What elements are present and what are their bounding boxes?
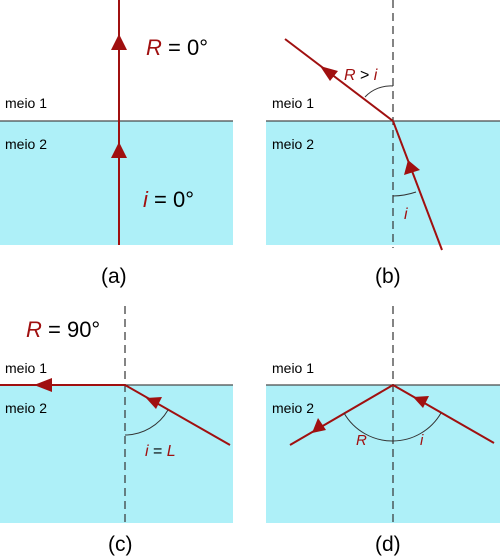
refraction-angle-label: R = 0° [146,35,208,60]
medium-2-label: meio 2 [5,136,47,152]
refraction-angle-label: R > i [344,67,378,84]
incident-ray [392,120,443,251]
incidence-angle-label: i [420,432,424,449]
medium-2-region [0,121,233,245]
incident-ray-arrow [146,397,162,409]
incidence-angle-arc [124,409,169,436]
medium-2-region [266,385,500,523]
panel-d: meio 1 meio 2 R i (d) [266,306,500,556]
panel-b: meio 1 meio 2 R > i i (b) [266,0,500,288]
ray-arrow-upper [111,34,127,50]
refracted-ray-arrow [320,66,338,81]
medium-1-label: meio 1 [272,95,314,111]
incidence-angle-arc [392,412,442,442]
incident-ray-arrow [404,160,420,175]
incident-ray [124,384,231,446]
ray-arrow-lower [111,142,127,158]
incident-ray [392,384,495,444]
medium-1-label: meio 1 [5,360,47,376]
medium-2-label: meio 2 [272,400,314,416]
incidence-angle-arc [392,191,417,197]
panel-caption: (b) [375,265,401,288]
medium-2-region [0,385,233,523]
panel-caption: (a) [101,265,127,288]
medium-1-label: meio 1 [272,360,314,376]
medium-2-region [266,121,500,245]
reflection-angle-label: R [356,432,367,449]
medium-2-label: meio 2 [5,400,47,416]
incidence-angle-label: i = L [145,443,176,460]
refracted-ray-arrow [34,378,52,392]
medium-1-label: meio 1 [5,95,47,111]
incidence-angle-label: i = 0° [143,187,194,212]
medium-2-label: meio 2 [272,136,314,152]
reflected-ray [289,384,394,446]
reflected-ray-arrow [312,418,326,433]
reflection-angle-arc [343,412,394,442]
incidence-angle-label: i [404,206,408,223]
refraction-angle-arc [364,85,394,98]
incident-ray-arrow [413,396,429,408]
panel-caption: (c) [108,533,133,556]
panel-caption: (d) [375,533,401,556]
panel-c: meio 1 meio 2 R = 90° i = L (c) [0,306,233,556]
panel-a: meio 1 meio 2 R = 0° i = 0° (a) [0,0,233,288]
refraction-angle-label: R = 90° [26,317,100,342]
refracted-ray [284,38,394,122]
